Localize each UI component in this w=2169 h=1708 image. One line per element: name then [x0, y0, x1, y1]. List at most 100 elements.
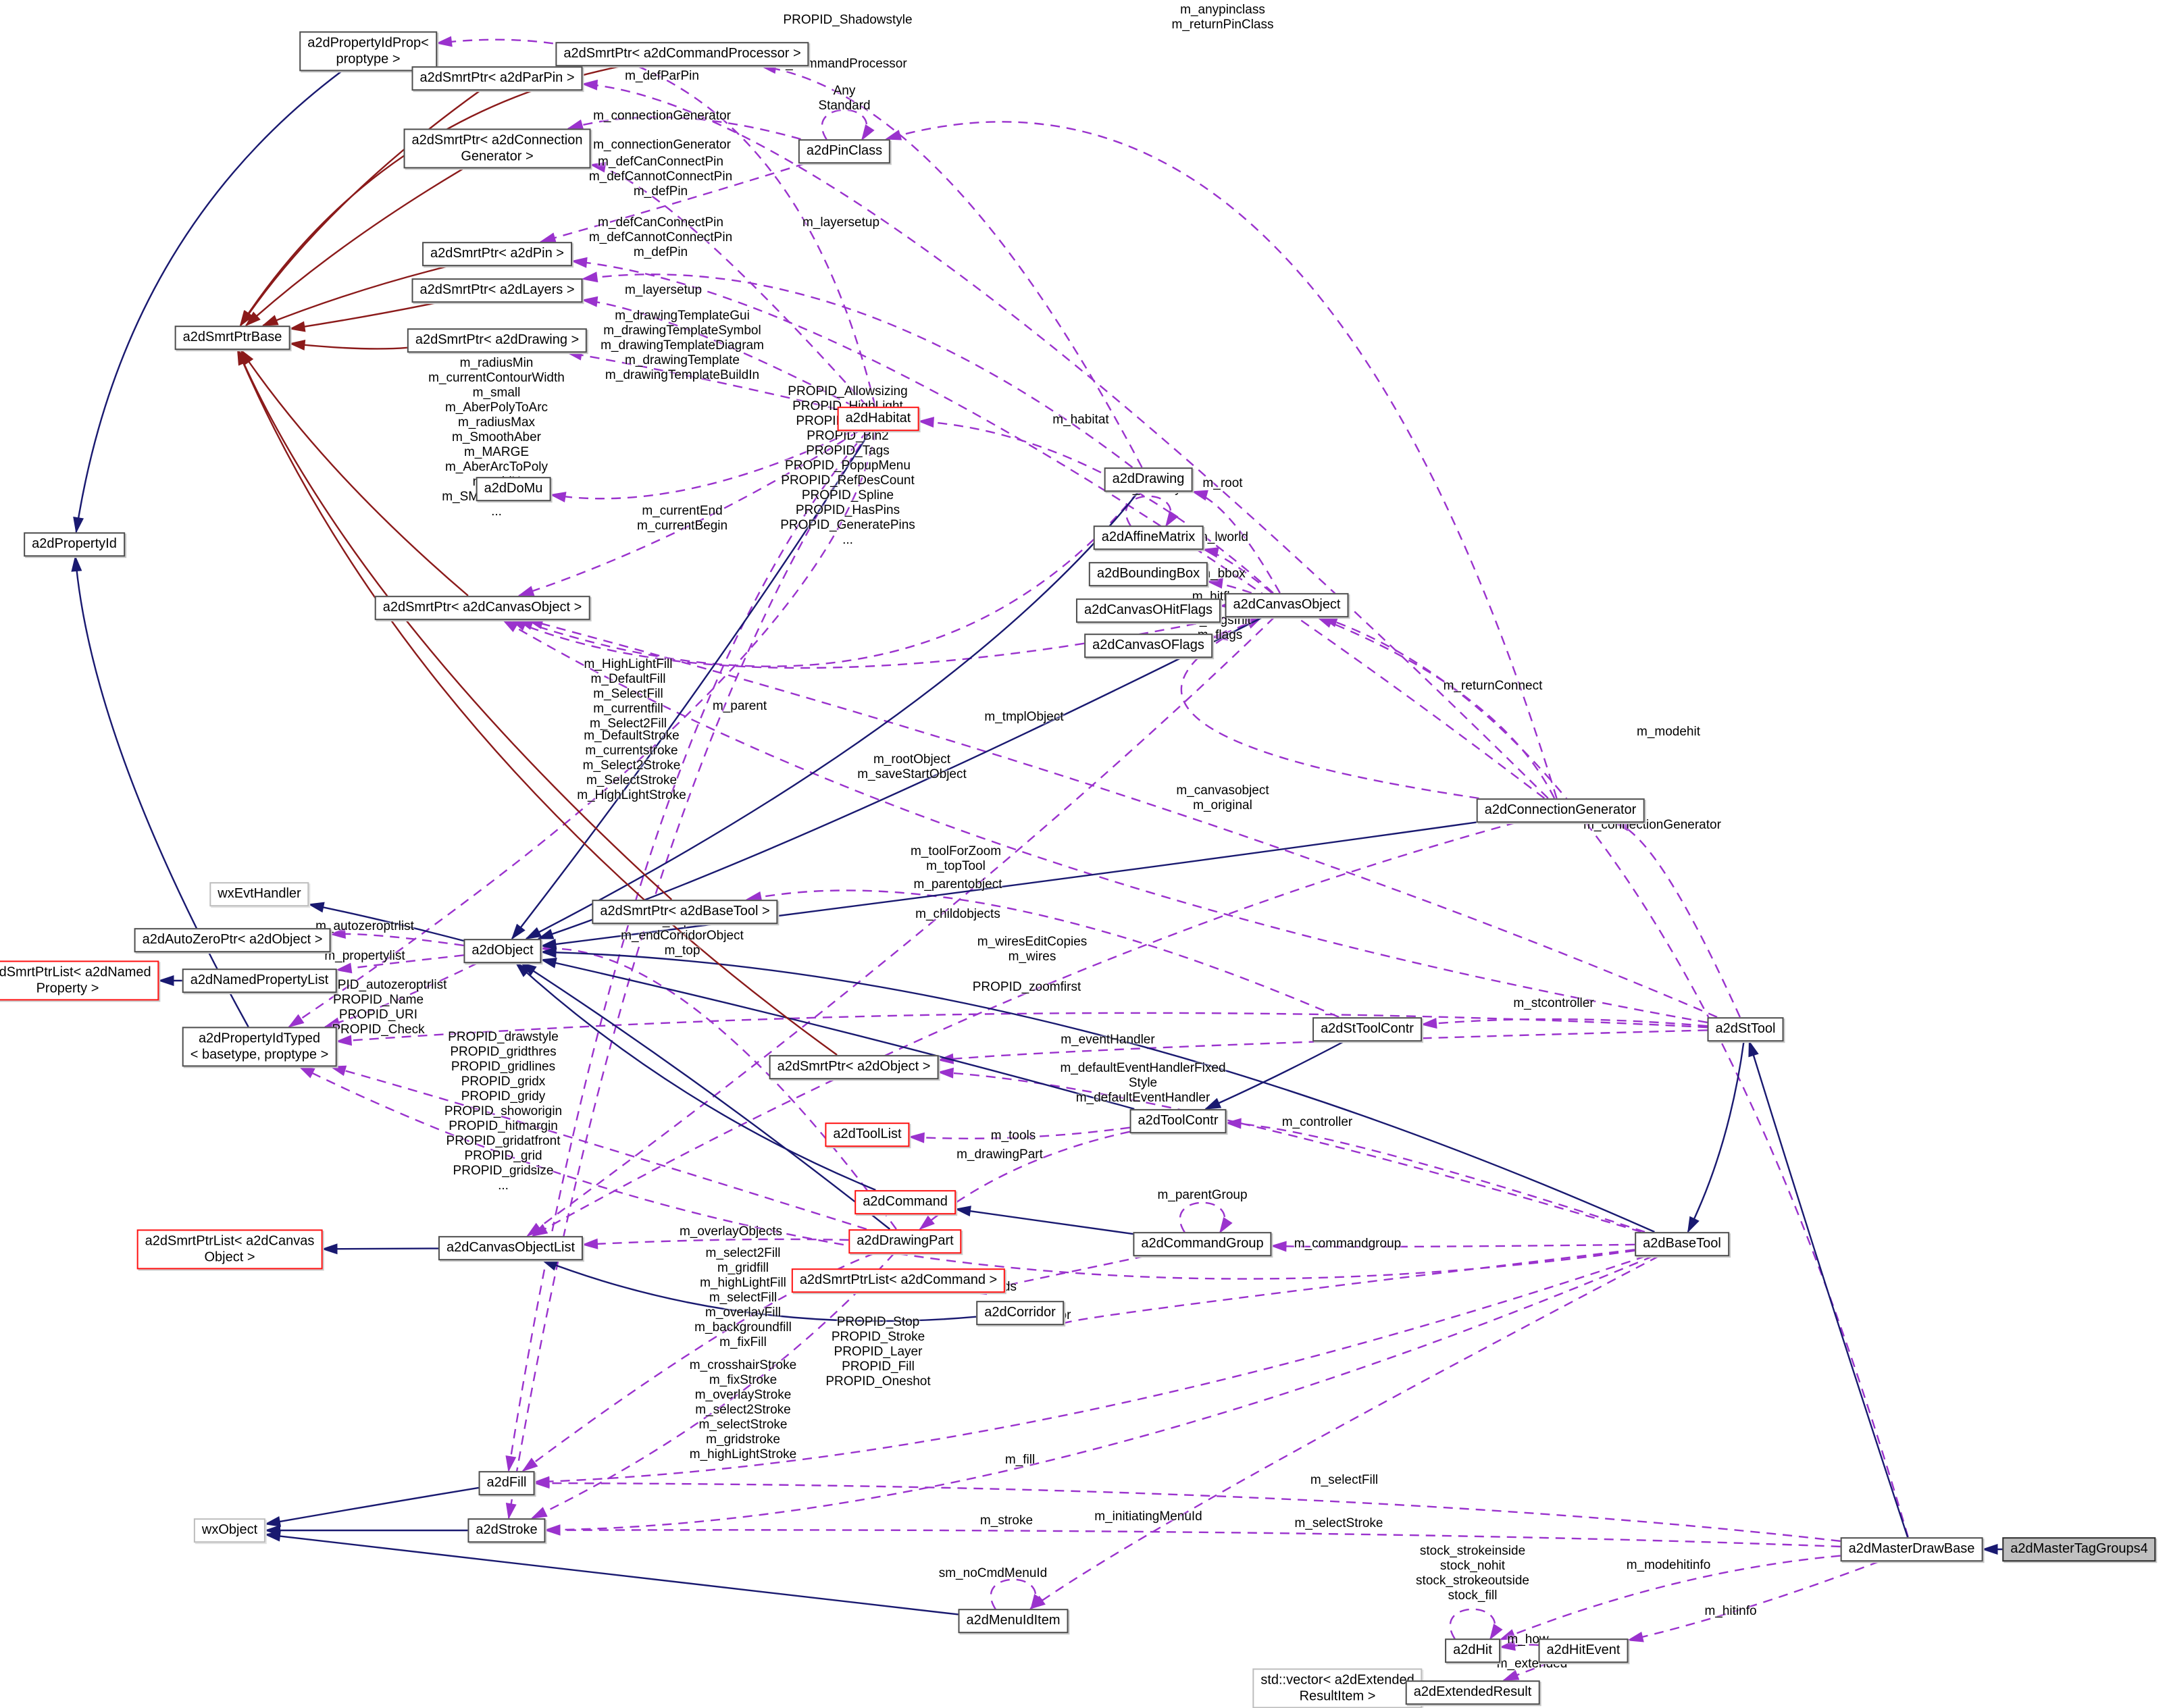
class-node-sp_object[interactable]: a2dSmrtPtr< a2dObject > — [769, 1055, 939, 1079]
edge-label-canvasobject-to-drawing: m_root — [1202, 475, 1243, 490]
class-node-canvasobject[interactable]: a2dCanvasObject — [1225, 593, 1349, 617]
edge-label-canvasobject-to-sp_canvasobj: m_parent — [712, 698, 767, 713]
class-node-fill[interactable]: a2dFill — [478, 1471, 535, 1495]
edge-canvasobject-to-a2dobject — [537, 616, 1263, 940]
class-node-stroke[interactable]: a2dStroke — [467, 1518, 546, 1543]
class-node-commandgroup[interactable]: a2dCommandGroup — [1133, 1232, 1272, 1256]
edge-label-drawingpart-to-canvasobjlist: m_overlayObjects — [679, 1224, 783, 1239]
class-node-smrtptrbase[interactable]: a2dSmrtPtrBase — [174, 326, 290, 350]
class-node-sp_drawingptr[interactable]: a2dSmrtPtr< a2dDrawing > — [407, 328, 588, 353]
edge-menuiditem-to-wxobject — [264, 1530, 959, 1615]
class-node-splist_namedprop[interactable]: a2dSmrtPtrList< a2dNamed Property > — [0, 960, 159, 1001]
class-node-namedproplist[interactable]: a2dNamedPropertyList — [182, 968, 337, 993]
class-node-sp_conngen[interactable]: a2dSmrtPtr< a2dConnection Generator > — [403, 128, 591, 169]
class-node-sp_cmdproc[interactable]: a2dSmrtPtr< a2dCommandProcessor > — [555, 42, 809, 66]
edge-label-masterdrawbase-to-canvasobject: m_modehit — [1637, 724, 1700, 739]
edge-habitat-to-fill — [505, 430, 869, 1472]
edge-propidtyped-to-propertyid — [71, 555, 249, 1028]
class-node-sp_pin[interactable]: a2dSmrtPtr< a2dPin > — [422, 242, 572, 266]
class-node-drawingpart[interactable]: a2dDrawingPart — [848, 1229, 962, 1253]
class-node-basetool[interactable]: a2dBaseTool — [1635, 1232, 1729, 1256]
class-node-command[interactable]: a2dCommand — [854, 1190, 956, 1214]
class-node-wxevthandler[interactable]: wxEvtHandler — [209, 882, 309, 906]
class-node-sp_canvasobj[interactable]: a2dSmrtPtr< a2dCanvasObject > — [374, 596, 590, 620]
class-node-extresult[interactable]: a2dExtendedResult — [1405, 1680, 1540, 1705]
class-node-boundingbox[interactable]: a2dBoundingBox — [1088, 562, 1208, 586]
class-node-a2dobject[interactable]: a2dObject — [463, 939, 542, 963]
edge-basetool-to-toolcontr — [1225, 1118, 1645, 1233]
class-node-habitat[interactable]: a2dHabitat — [837, 407, 919, 431]
edge-masterdrawbase-to-fill — [533, 1478, 1841, 1543]
class-node-masterdrawbase[interactable]: a2dMasterDrawBase — [1840, 1537, 1983, 1561]
edge-sp_layers-to-smrtptrbase — [288, 301, 438, 332]
class-node-sp_basetool[interactable]: a2dSmrtPtr< a2dBaseTool > — [592, 900, 778, 924]
edge-label-canvasobject-to-affinematrix: m_lworld — [1196, 529, 1249, 544]
class-node-sp_layers[interactable]: a2dSmrtPtr< a2dLayers > — [411, 278, 583, 303]
edge-conngen-to-a2dobject — [540, 821, 1477, 950]
edge-masterdrawbase-to-stroke — [544, 1524, 1841, 1548]
class-node-vector_ext[interactable]: std::vector< a2dExtended ResultItem > — [1252, 1668, 1423, 1708]
class-node-sp_parpin[interactable]: a2dSmrtPtr< a2dParPin > — [411, 66, 583, 90]
edge-label-habitat-to-stroke: m_DefaultStroke m_currentstroke m_Select… — [577, 728, 686, 803]
edge-habitat-to-sp_drawingptr — [565, 349, 838, 410]
edge-propidprop-to-propertyid — [73, 70, 342, 534]
edge-label-pinclass-to-pinclass: Any Standard — [818, 83, 871, 113]
edge-habitat-to-domu — [549, 430, 854, 502]
class-node-canvasoflags[interactable]: a2dCanvasOFlags — [1084, 633, 1213, 658]
class-node-domu[interactable]: a2dDoMu — [476, 477, 551, 501]
edge-drawing-to-sp_layers — [581, 271, 1133, 468]
edge-canvasobject-to-boundingbox — [1206, 577, 1252, 594]
edge-toolcontr-to-a2dobject — [540, 958, 1135, 1110]
class-node-hitevent[interactable]: a2dHitEvent — [1538, 1638, 1629, 1663]
class-node-mastertaggroups4[interactable]: a2dMasterTagGroups4 — [2002, 1537, 2156, 1561]
edge-pinclass-to-pinclass — [821, 109, 875, 141]
edge-label-hit-to-hit: stock_strokeinside stock_nohit stock_str… — [1416, 1543, 1529, 1603]
edge-toolcontr-to-toollist — [908, 1127, 1130, 1143]
class-node-propertyid[interactable]: a2dPropertyId — [24, 532, 125, 557]
class-node-canvasohitflags[interactable]: a2dCanvasOHitFlags — [1075, 598, 1221, 623]
class-node-splist_command[interactable]: a2dSmrtPtrList< a2dCommand > — [791, 1268, 1006, 1293]
edge-hit-to-hit — [1449, 1608, 1503, 1640]
edge-conngen-to-sp_parpin — [581, 79, 1549, 799]
edge-habitat-to-sp_canvasobj — [517, 430, 860, 597]
edge-canvasobject-to-affinematrix — [1202, 547, 1273, 594]
class-node-propidprop[interactable]: a2dPropertyIdProp< proptype > — [299, 31, 437, 72]
edge-label-drawing-to-sp_layers: m_layersetup — [802, 215, 880, 230]
class-node-canvasobjlist[interactable]: a2dCanvasObjectList — [438, 1236, 584, 1260]
edge-label-basetool-to-propidtyped: PROPID_Stop PROPID_Stroke PROPID_Layer P… — [825, 1314, 931, 1389]
edge-habitat-to-sp_layers — [581, 296, 855, 408]
class-node-sttoolcontr[interactable]: a2dStToolContr — [1312, 1017, 1422, 1041]
class-node-affinematrix[interactable]: a2dAffineMatrix — [1093, 525, 1204, 550]
edge-hitevent-to-extresult — [1502, 1661, 1550, 1682]
edge-label-a2dobject-to-namedproplist: m_propertylist — [324, 948, 405, 963]
edge-label-conngen-to-canvasobjlist: m_wiresEditCopies m_wires — [977, 934, 1088, 964]
class-node-drawing[interactable]: a2dDrawing — [1104, 467, 1193, 492]
class-node-conngen[interactable]: a2dConnectionGenerator — [1476, 798, 1645, 823]
edge-hitevent-to-hit — [1499, 1640, 1539, 1651]
class-node-toolcontr[interactable]: a2dToolContr — [1129, 1109, 1227, 1133]
class-node-corridor[interactable]: a2dCorridor — [976, 1301, 1064, 1325]
class-node-toollist[interactable]: a2dToolList — [825, 1122, 910, 1147]
class-node-menuiditem[interactable]: a2dMenuIdItem — [958, 1609, 1069, 1633]
edge-conngen-to-pinclass — [884, 121, 1558, 799]
class-node-propidtyped[interactable]: a2dPropertyIdTyped < basetype, proptype … — [182, 1027, 337, 1067]
edge-conngen-to-canvasobject — [1316, 616, 1556, 799]
edge-label-sttool-to-propidtyped: PROPID_zoomfirst — [972, 979, 1081, 994]
class-node-hit[interactable]: a2dHit — [1445, 1638, 1500, 1663]
class-node-autozeroptr[interactable]: a2dAutoZeroPtr< a2dObject > — [134, 928, 331, 952]
edge-label-conngen-to-pinclass: m_anypinclass m_returnPinClass — [1171, 2, 1274, 32]
edge-label-masterdrawbase-to-hitevent: m_hitinfo — [1704, 1603, 1757, 1618]
edge-label-toolcontr-to-drawingpart: m_drawingPart — [956, 1147, 1043, 1162]
class-node-splist_canvasobj[interactable]: a2dSmrtPtrList< a2dCanvas Object > — [136, 1229, 323, 1270]
class-node-sttool[interactable]: a2dStTool — [1707, 1017, 1784, 1041]
edge-sttoolcontr-to-toolcontr — [1204, 1040, 1345, 1110]
edge-label-pinclass-to-sp_conngen: m_connectionGenerator — [593, 108, 731, 123]
edge-sttool-to-conngen — [1612, 821, 1741, 1018]
edge-label-canvasobject-to-canvasobjlist: m_childobjects — [915, 906, 1000, 921]
class-node-pinclass[interactable]: a2dPinClass — [798, 139, 891, 163]
edge-masterdrawbase-to-hit — [1499, 1555, 1841, 1640]
edge-label-sttool-to-sp_object: m_eventHandler — [1061, 1032, 1155, 1047]
class-node-wxobject[interactable]: wxObject — [193, 1518, 266, 1543]
